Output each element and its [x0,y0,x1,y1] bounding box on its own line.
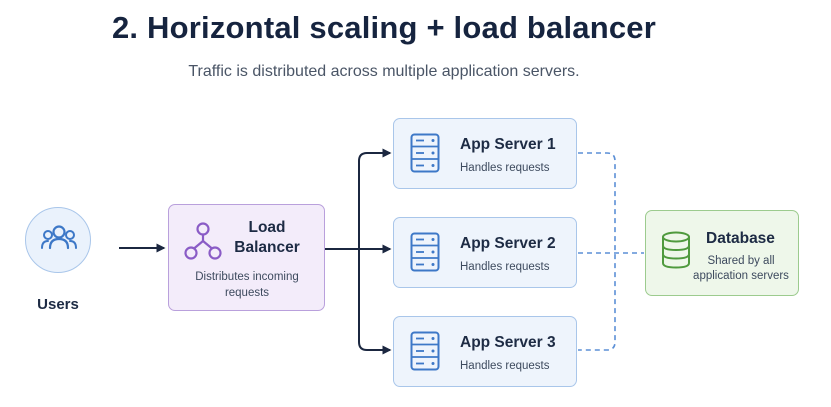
load-balancer-node: Load Balancer Distributes incoming reque… [168,204,325,311]
server-icon [410,232,440,272]
database-desc-line-1: Shared by all [707,255,775,267]
app-server-title: App Server 2 [460,235,556,252]
database-node: Database Shared by all application serve… [645,210,799,296]
users-icon [41,225,77,250]
app-server-3-node: App Server 3 Handles requests [393,316,577,387]
load-balancer-title-line-1: Load [248,219,286,236]
app-server-title: App Server 3 [460,334,556,351]
users-node [25,207,91,273]
database-icon [662,231,690,269]
load-balancer-desc-line-2: requests [224,287,270,299]
app-server-1-node: App Server 1 Handles requests [393,118,577,189]
users-label: Users [37,296,79,313]
lb-branch-vertical [358,152,375,351]
server-icon [410,133,440,173]
app-server-description: Handles requests [460,261,550,273]
page-title: 2. Horizontal scaling + load balancer [111,10,657,45]
page-subtitle: Traffic is distributed across multiple a… [188,63,580,80]
database-title: Database [706,230,775,247]
dashed-link-server-1 [578,152,616,351]
load-balancer-description: Distributes incoming requests [177,269,317,301]
load-balancer-title: Load Balancer [227,218,307,258]
database-description: Shared by all application servers [686,254,796,284]
app-server-description: Handles requests [460,162,550,174]
load-balancer-icon [184,222,222,260]
server-icon [410,331,440,371]
load-balancer-title-line-2: Balancer [234,239,300,256]
database-desc-line-2: application servers [693,270,789,282]
app-server-description: Handles requests [460,360,550,372]
app-server-title: App Server 1 [460,136,556,153]
load-balancer-desc-line-1: Distributes incoming [195,271,299,283]
app-server-2-node: App Server 2 Handles requests [393,217,577,288]
